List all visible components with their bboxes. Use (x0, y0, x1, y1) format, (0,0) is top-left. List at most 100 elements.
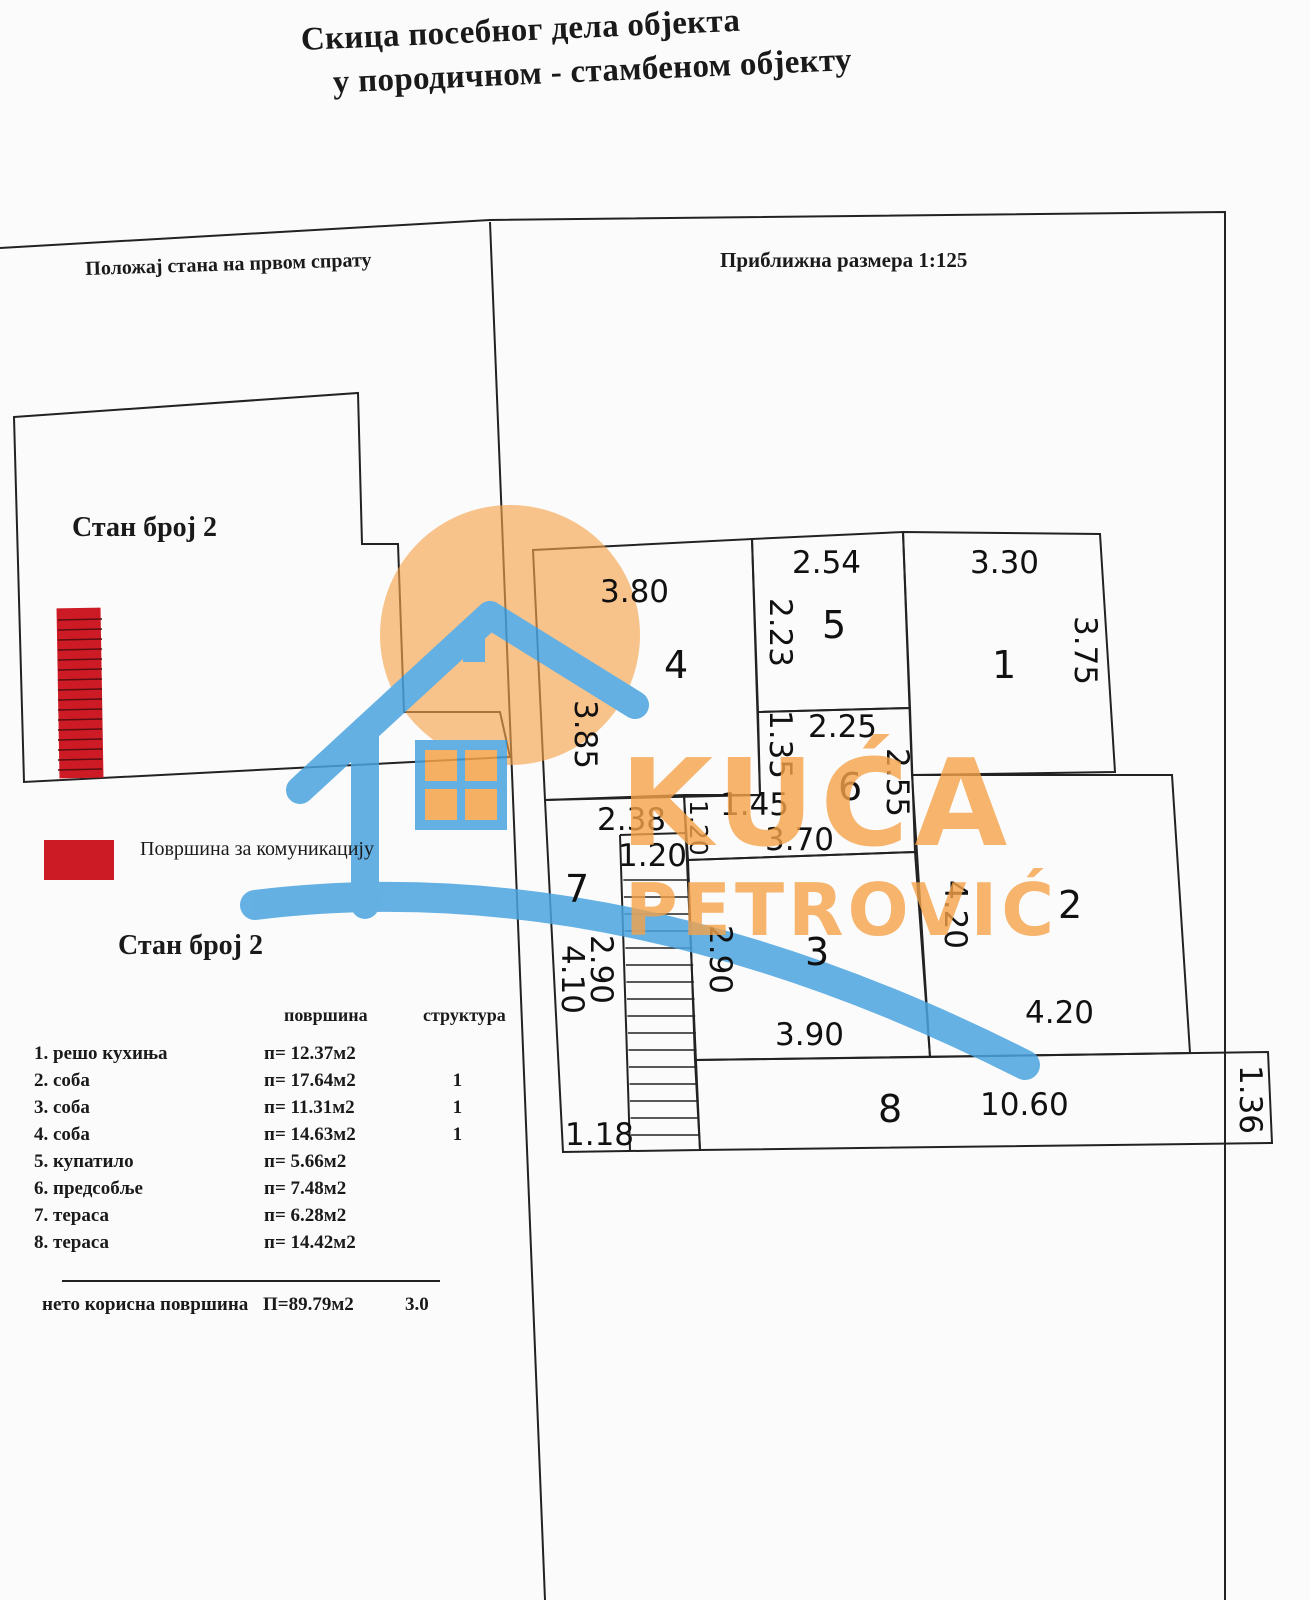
areas-title: Стан број 2 (118, 930, 263, 961)
floor-plan (531, 530, 1274, 1154)
room-7-inner (619, 832, 687, 836)
area-row-value: п= 14.63м2 (264, 1124, 356, 1145)
watermark-line-1: KUĆA (620, 734, 1013, 874)
total-label: нето корисна површина (42, 1294, 249, 1315)
col-area-header: површина (284, 1005, 368, 1025)
dim-r6-width: 2.25 (808, 709, 877, 745)
dim-r2-height: 4.20 (937, 880, 973, 949)
area-row: 5. купатило п= 5.66м2 (34, 1146, 506, 1173)
area-row-name: 6. предсобље (34, 1178, 143, 1199)
room-8 (693, 1050, 1274, 1152)
area-row-value: п= 5.66м2 (264, 1151, 347, 1172)
total-structure: 3.0 (405, 1294, 429, 1315)
stair-edge (619, 834, 631, 1151)
room-number-4: 4 (664, 643, 688, 687)
area-row-name: 5. купатило (34, 1151, 134, 1172)
dim-r6-height1: 1.35 (762, 710, 798, 779)
area-row-name: 7. тераса (34, 1205, 109, 1226)
logo-swoosh (240, 881, 1040, 1080)
plan-labels: 3.80 3.85 4 2.54 2.23 5 3.30 3.75 1 2.25… (554, 545, 1268, 1153)
stair-rung (57, 768, 103, 771)
area-row-name: 1. решо кухиња (34, 1043, 168, 1064)
dim-r8-height: 1.36 (1232, 1065, 1268, 1134)
area-row-structure (409, 1173, 506, 1200)
stair-rung (57, 748, 103, 751)
room-number-1: 1 (992, 643, 1016, 687)
stair-rung (57, 698, 103, 701)
areas-table: површина структура 1. решо кухиња п= 12.3… (34, 1005, 506, 1254)
logo-chimney (463, 628, 485, 662)
area-row-name: 8. тераса (34, 1232, 109, 1253)
area-row-value: п= 12.37м2 (264, 1043, 356, 1064)
dim-r7-bottom: 1.18 (565, 1117, 634, 1153)
dim-r4-width: 3.80 (600, 574, 669, 610)
area-row: 7. тераса п= 6.28м2 (34, 1200, 506, 1227)
area-row-value: п= 6.28м2 (264, 1205, 347, 1226)
apartment-label: Стан број 2 (72, 512, 217, 543)
stair-rung (57, 668, 103, 671)
dim-r3-top: 3.70 (765, 822, 834, 858)
area-row-name: 2. соба (34, 1070, 90, 1091)
dim-r7-height: 4.10 (554, 945, 590, 1014)
scale-heading: Приближна размера 1:125 (720, 248, 968, 272)
dim-r7-vertical: 1.20 (684, 800, 713, 856)
stair-rung (57, 758, 103, 761)
stair-lines (57, 618, 103, 771)
area-row: 1. решо кухиња п= 12.37м2 (34, 1038, 506, 1065)
room-number-7: 7 (565, 867, 589, 911)
room-number-6: 6 (838, 765, 862, 809)
dim-r3-width: 3.90 (775, 1017, 844, 1053)
stair-rung (57, 678, 103, 681)
total-area: П=89.79м2 (263, 1294, 354, 1315)
dim-r4-height: 3.85 (567, 700, 603, 769)
stair-communication-area (56, 607, 104, 779)
room-number-8: 8 (878, 1087, 902, 1131)
stair-rung (57, 618, 103, 621)
area-row-structure (409, 1146, 506, 1173)
legend-label: Површина за комуникацију (140, 838, 374, 860)
area-row: 3. соба п= 11.31м2 1 (34, 1092, 506, 1119)
area-row-structure: 1 (452, 1124, 463, 1145)
stair-rung (57, 738, 103, 741)
stair-rung (57, 658, 103, 661)
watermark-line-2: PETROVIĆ (625, 868, 1058, 952)
stair-rung (57, 648, 103, 651)
watermark-logo (240, 505, 1040, 1080)
stair-fill (56, 607, 104, 779)
area-row-value: п= 11.31м2 (264, 1097, 355, 1118)
area-row-structure: 1 (452, 1097, 463, 1118)
col-structure-header: структура (423, 1005, 506, 1025)
area-row: 4. соба п= 14.63м2 1 (34, 1119, 506, 1146)
room-number-5: 5 (822, 603, 846, 647)
legend-swatch (44, 840, 114, 880)
dim-r3-height: 2.90 (702, 925, 738, 994)
area-row: 8. тераса п= 14.42м2 (34, 1227, 506, 1254)
area-row-value: п= 14.42м2 (264, 1232, 356, 1253)
stair-rung (57, 628, 103, 631)
stair-rung (57, 638, 103, 641)
dim-r6-height2: 2.55 (879, 748, 915, 817)
room-number-3: 3 (805, 930, 829, 974)
dim-r1-width: 3.30 (970, 545, 1039, 581)
room-number-2: 2 (1058, 883, 1082, 927)
area-row-value: п= 17.64м2 (264, 1070, 356, 1091)
frame-top-right (0, 210, 1226, 1600)
dim-r7-width2: 1.20 (618, 838, 687, 874)
dim-r8-width: 10.60 (980, 1087, 1069, 1123)
area-row-name: 4. соба (34, 1124, 90, 1145)
dim-r2-width: 4.20 (1025, 995, 1094, 1031)
stair-rung (57, 708, 103, 711)
dim-r7-width: 2.38 (597, 802, 666, 838)
area-row-value: п= 7.48м2 (264, 1178, 347, 1199)
stair-rung (57, 728, 103, 731)
dim-r5-height: 2.23 (762, 598, 798, 667)
stair-rung (57, 688, 103, 691)
area-row-structure (409, 1227, 506, 1254)
area-row: 6. предсобље п= 7.48м2 (34, 1173, 506, 1200)
watermark-text: KUĆA PETROVIĆ (620, 734, 1058, 952)
area-row-name: 3. соба (34, 1097, 90, 1118)
dim-r6-width2: 1.45 (720, 787, 789, 823)
plan-stairs (623, 879, 700, 1136)
